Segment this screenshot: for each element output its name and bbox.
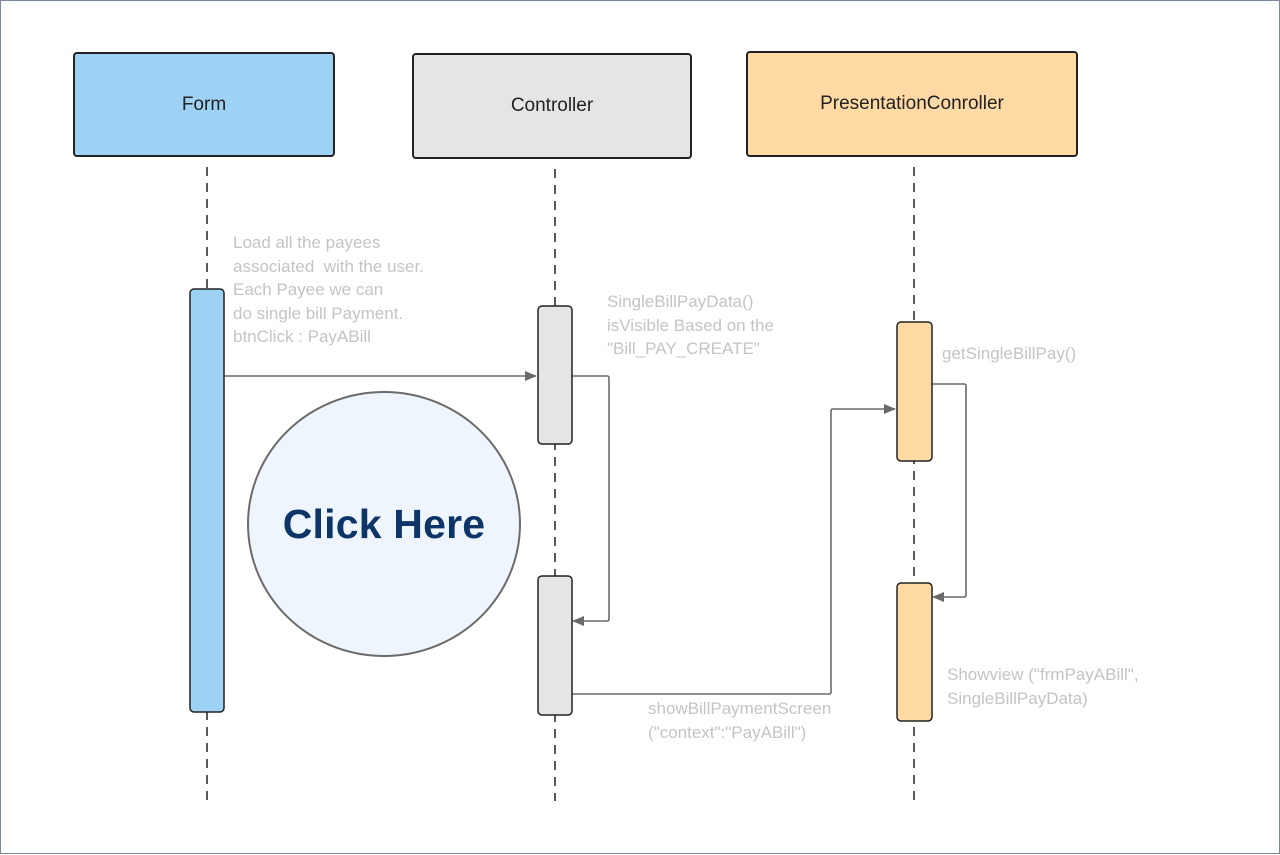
note-single-bill-pay-data: SingleBillPayData() isVisible Based on t… bbox=[607, 292, 774, 358]
note-get-single-bill-pay: getSingleBillPay() bbox=[942, 344, 1077, 363]
presentation-activation-bar-2 bbox=[896, 582, 933, 722]
note-show-bill-payment-screen: showBillPaymentScreen ("context":"PayABi… bbox=[648, 699, 832, 742]
message-arrow-controller-to-presentation bbox=[572, 404, 896, 695]
click-here-label: Click Here bbox=[282, 500, 486, 547]
message-arrow-controller-self bbox=[572, 375, 610, 626]
message-arrow-presentation-self bbox=[932, 383, 967, 602]
note-showview: Showview ("frmPayABill", SingleBillPayDa… bbox=[947, 665, 1139, 708]
presentation-activation-bar-1 bbox=[896, 321, 933, 462]
controller-activation-bar-1 bbox=[537, 305, 573, 445]
participant-controller: Controller bbox=[412, 53, 692, 159]
participant-form-label: Form bbox=[181, 93, 227, 115]
note-load-payees: Load all the payees associated with the … bbox=[233, 233, 424, 346]
click-here-button[interactable]: Click Here bbox=[247, 391, 521, 657]
participant-controller-label: Controller bbox=[510, 95, 594, 116]
participant-presentation-controller: PresentationConroller bbox=[746, 51, 1078, 157]
controller-activation-bar-2 bbox=[537, 575, 573, 716]
form-activation-bar bbox=[189, 288, 225, 713]
participant-presentation-label: PresentationConroller bbox=[820, 93, 1004, 114]
participant-form: Form bbox=[73, 52, 335, 157]
